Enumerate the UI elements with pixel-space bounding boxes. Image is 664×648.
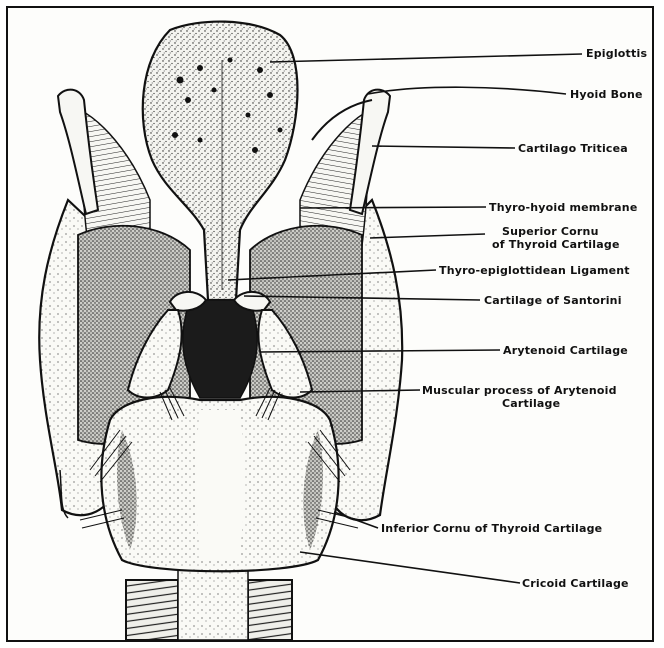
label-cartilago-triticea: Cartilago Triticea: [518, 142, 628, 155]
cricoid-lamina-center: [196, 410, 244, 560]
label-muscular-process-line1: Muscular process of Arytenoid: [422, 384, 617, 397]
label-arytenoid-cartilage: Arytenoid Cartilage: [503, 344, 628, 357]
trachea: [126, 565, 292, 640]
label-hyoid-bone: Hyoid Bone: [570, 88, 643, 101]
label-cricoid-cartilage: Cricoid Cartilage: [522, 577, 629, 590]
laryngeal-aperture: [183, 300, 257, 398]
label-cartilage-of-santorini: Cartilage of Santorini: [484, 294, 622, 307]
label-thyro-hyoid-membrane: Thyro-hyoid membrane: [489, 201, 637, 214]
label-muscular-process: Muscular process of Arytenoid Cartilage: [422, 384, 617, 410]
label-superior-cornu-line1: Superior Cornu: [492, 225, 620, 238]
label-muscular-process-line2: Cartilage: [422, 397, 617, 410]
label-epiglottis: Epiglottis: [586, 47, 647, 60]
label-superior-cornu-line2: of Thyroid Cartilage: [492, 238, 620, 251]
label-inferior-cornu: Inferior Cornu of Thyroid Cartilage: [381, 522, 602, 535]
label-thyro-epiglottidean-ligament: Thyro-epiglottidean Ligament: [439, 264, 630, 277]
label-superior-cornu: Superior Cornu of Thyroid Cartilage: [492, 225, 620, 251]
